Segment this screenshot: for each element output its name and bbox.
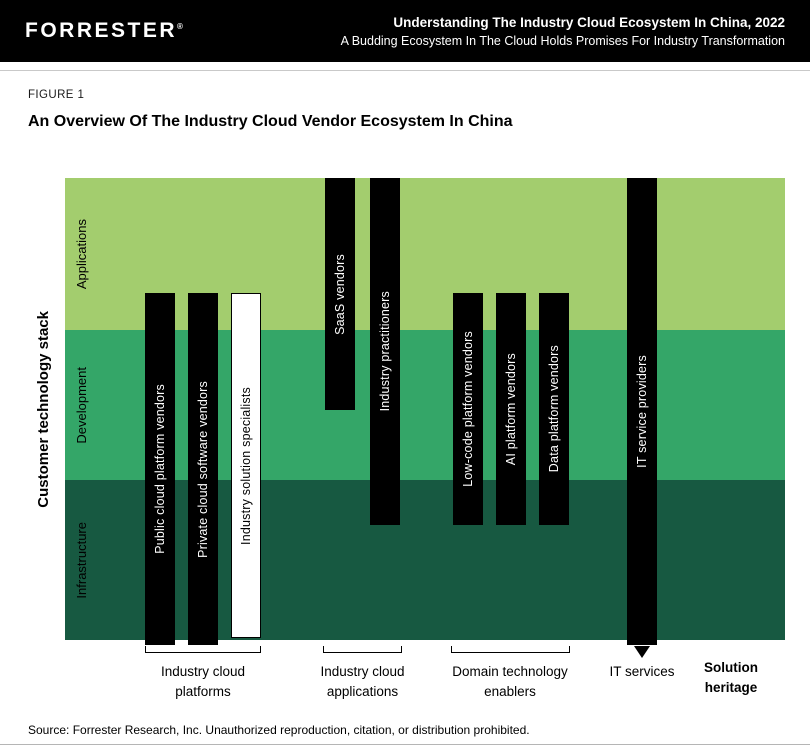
header-divider	[0, 70, 810, 71]
band-applications: Applications	[65, 178, 785, 330]
band-development: Development	[65, 330, 785, 480]
bar-it-service-providers-label: IT service providers	[635, 355, 649, 468]
bar-saas-vendors: SaaS vendors	[325, 178, 355, 410]
footer-divider	[0, 744, 810, 745]
bar-private-cloud-software-vendors: Private cloud software vendors	[188, 293, 218, 645]
registered-mark: ®	[177, 22, 183, 31]
bracket-industry-cloud-applications	[323, 646, 402, 653]
report-header: FORRESTER® Understanding The Industry Cl…	[0, 0, 810, 62]
figure-title: An Overview Of The Industry Cloud Vendor…	[28, 113, 513, 130]
bar-saas-vendors-label: SaaS vendors	[333, 253, 347, 335]
bar-industry-solution-specialists-label: Industry solution specialists	[239, 386, 253, 545]
band-applications-label-wrap: Applications	[74, 178, 89, 330]
group-label-industry-cloud-applications: Industry cloud applications	[320, 664, 405, 699]
bar-data-platform-vendors-label: Data platform vendors	[547, 345, 561, 473]
bracket-domain-technology-enablers	[451, 646, 570, 653]
stack-diagram: Applications Development Infrastructure …	[65, 178, 785, 658]
band-infrastructure: Infrastructure	[65, 480, 785, 640]
solution-heritage-label: Solution heritage	[704, 660, 758, 695]
group-label-industry-cloud-platforms: Industry cloud platforms	[160, 664, 246, 699]
bar-private-cloud-software-vendors-label: Private cloud software vendors	[196, 380, 210, 558]
bar-industry-practitioners-label: Industry practitioners	[378, 291, 392, 412]
forrester-logo-text: FORRESTER	[25, 19, 178, 42]
header-text: Understanding The Industry Cloud Ecosyst…	[341, 15, 785, 48]
y-axis-label-wrap: Customer technology stack	[30, 178, 56, 640]
band-development-label-wrap: Development	[74, 330, 89, 480]
bar-it-service-providers: IT service providers	[627, 178, 657, 645]
figure-label: FIGURE 1	[28, 89, 85, 101]
group-label-domain-technology-enablers: Domain technology enablers	[452, 664, 568, 699]
band-applications-label: Applications	[74, 218, 89, 290]
y-axis-label: Customer technology stack	[34, 310, 52, 508]
forrester-logo: FORRESTER®	[25, 19, 183, 43]
bar-ai-platform-vendors-label: AI platform vendors	[504, 352, 518, 466]
band-development-label: Development	[74, 366, 89, 444]
band-infrastructure-label-wrap: Infrastructure	[74, 480, 89, 640]
bar-data-platform-vendors: Data platform vendors	[539, 293, 569, 525]
report-title: Understanding The Industry Cloud Ecosyst…	[393, 14, 785, 30]
bar-low-code-platform-vendors: Low-code platform vendors	[453, 293, 483, 525]
report-subtitle: A Budding Ecosystem In The Cloud Holds P…	[340, 33, 785, 48]
bar-public-cloud-platform-vendors: Public cloud platform vendors	[145, 293, 175, 645]
bar-low-code-platform-vendors-label: Low-code platform vendors	[461, 331, 475, 487]
bar-industry-practitioners: Industry practitioners	[370, 178, 400, 525]
bar-ai-platform-vendors: AI platform vendors	[496, 293, 526, 525]
source-note: Source: Forrester Research, Inc. Unautho…	[28, 723, 530, 737]
bracket-industry-cloud-platforms	[145, 646, 261, 653]
group-label-it-services: IT services	[609, 664, 675, 679]
bar-public-cloud-platform-vendors-label: Public cloud platform vendors	[153, 384, 167, 554]
bar-industry-solution-specialists: Industry solution specialists	[231, 293, 261, 638]
down-arrow-icon	[634, 646, 650, 658]
band-infrastructure-label: Infrastructure	[74, 521, 89, 599]
